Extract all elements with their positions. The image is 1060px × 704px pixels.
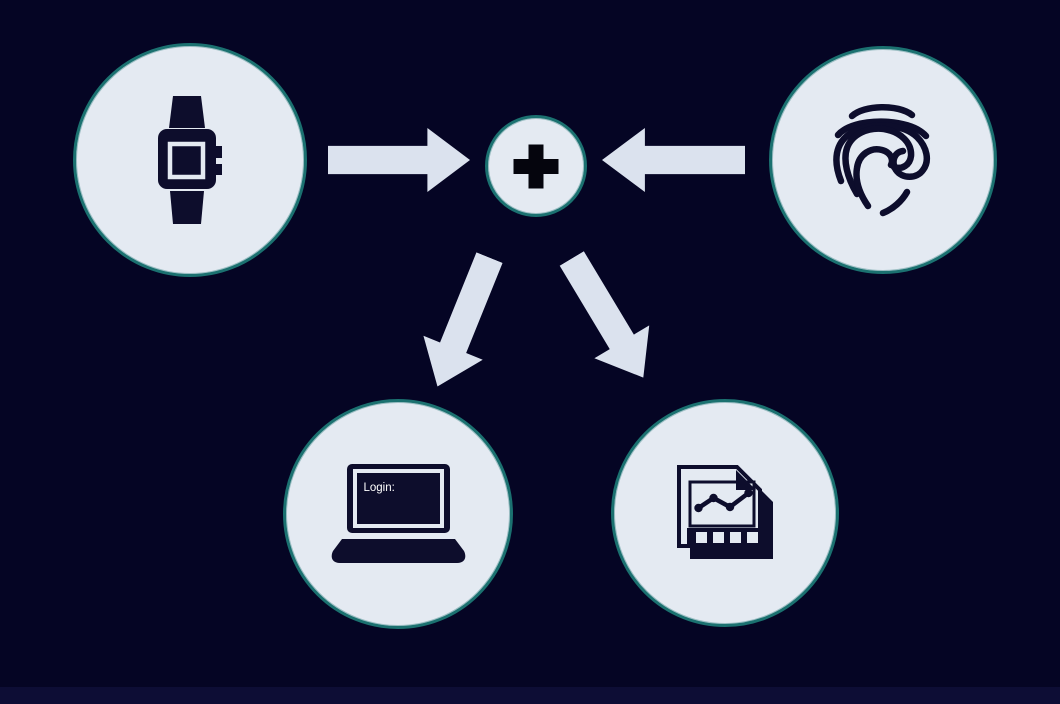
smartwatch-icon: [158, 96, 222, 224]
node-fingerprint: [769, 46, 997, 274]
arrow-combine-to-laptop: [408, 246, 519, 399]
laptop-display: Login:: [352, 469, 444, 528]
node-report: [611, 399, 839, 627]
node-laptop: Login:: [283, 399, 513, 629]
plus-icon: [513, 144, 559, 188]
report-chart-icon: [676, 465, 773, 559]
laptop-icon: Login:: [331, 464, 466, 564]
arrow-combine-to-report: [544, 242, 670, 394]
node-combine: [485, 115, 587, 217]
fingerprint-icon: [833, 104, 931, 217]
bottom-edge-strip: [0, 687, 1060, 704]
laptop-screen: Login:: [346, 464, 450, 533]
node-smartwatch: [73, 43, 307, 277]
arrow-fingerprint-to-combine: [602, 128, 745, 192]
arrow-smartwatch-to-combine: [328, 128, 470, 192]
laptop-screen-text: Login:: [363, 482, 395, 494]
laptop-base: [331, 539, 465, 563]
